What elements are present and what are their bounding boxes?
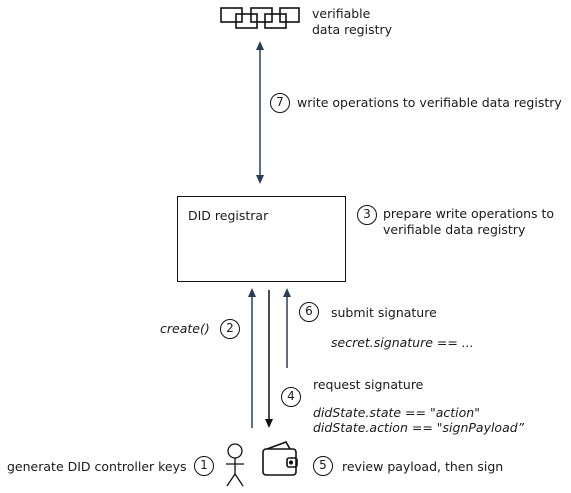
step-2-badge: 2 bbox=[220, 319, 240, 339]
step-4-detail: didState.state == "action" didState.acti… bbox=[313, 405, 524, 435]
step-1-label: generate DID controller keys bbox=[7, 459, 187, 474]
stick-figure-user-icon bbox=[226, 443, 244, 487]
step-3-label-line1: prepare write operations to bbox=[383, 206, 555, 221]
did-registrar-box: DID registrar bbox=[177, 196, 346, 282]
step-1-badge: 1 bbox=[194, 456, 214, 476]
step-5-badge: 5 bbox=[313, 456, 333, 476]
registry-label-line1: verifiable bbox=[312, 6, 371, 21]
step-6-label: submit signature bbox=[331, 305, 437, 320]
did-registrar-title: DID registrar bbox=[188, 208, 269, 223]
registry-label: verifiable data registry bbox=[312, 6, 392, 38]
step-3-badge: 3 bbox=[357, 205, 377, 225]
step-4-label: request signature bbox=[313, 377, 424, 392]
chain-link-registry-icon bbox=[220, 7, 300, 29]
step-4-badge: 4 bbox=[281, 387, 301, 407]
step-7-label: write operations to verifiable data regi… bbox=[297, 95, 562, 110]
wallet-icon bbox=[262, 441, 298, 476]
step-4-detail-line1: didState.state == "action" bbox=[313, 405, 480, 420]
step-2-label: create() bbox=[160, 321, 210, 336]
step-6-detail: secret.signature == ... bbox=[331, 335, 474, 350]
step-7-badge: 7 bbox=[270, 93, 290, 113]
registry-label-line2: data registry bbox=[312, 22, 393, 37]
step-4-detail-line2: didState.action == "signPayload” bbox=[313, 420, 525, 435]
step-6-badge: 6 bbox=[299, 302, 319, 322]
step-3-label: prepare write operations to verifiable d… bbox=[383, 206, 554, 238]
step-3-label-line2: verifiable data registry bbox=[383, 222, 526, 237]
step-5-label: review payload, then sign bbox=[342, 459, 504, 474]
